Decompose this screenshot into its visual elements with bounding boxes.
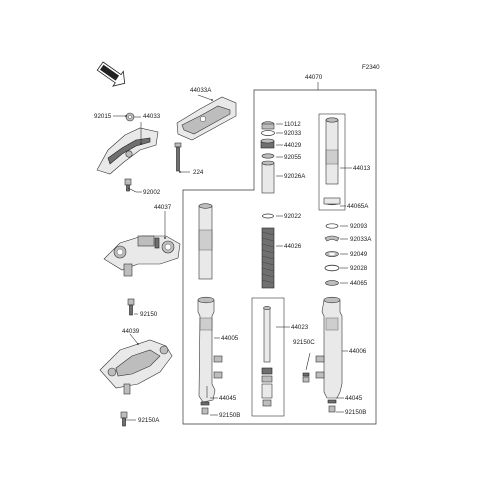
bolt-92150B-left [200,401,210,415]
bushing-44065 [325,280,339,286]
callout-92093: 92093 [350,223,368,230]
damper-cap-11012 [261,121,275,130]
callout-44005: 44005 [221,335,239,342]
callout-44039: 44039 [122,328,140,335]
bolt-92150C [302,372,310,383]
assembly-label: 44070 [305,74,323,81]
assembly-box [182,82,377,425]
washer-92055 [261,153,275,159]
callout-92150: 92150 [140,311,158,318]
callout-92015: 92015 [94,113,112,120]
callout-44029: 44029 [284,142,302,149]
damper-cylinder-group-44023 [251,297,285,417]
callout-11012: 11012 [284,121,301,128]
front-label: FRONT [97,89,113,102]
fork-outer-tube-44006 [315,296,343,399]
bolt-92150A [120,411,128,427]
callout-92150A: 92150A [138,417,160,424]
callout-92002: 92002 [143,189,161,196]
upper-bracket-44037 [103,235,181,277]
callout-44033: 44033 [143,113,161,120]
seal-92028 [324,264,340,272]
callout-92026A: 92026A [284,173,306,180]
bolt-92150 [127,298,135,316]
callout-44045-right: 44045 [345,395,363,402]
callout-44045-left: 44045 [219,395,237,402]
callout-44013: 44013 [353,165,371,172]
callout-92150C: 92150C [293,339,315,346]
callout-92150B-right: 92150B [345,409,366,416]
clip-92093 [325,223,339,229]
callout-44065: 44065 [350,280,368,287]
callout-92028: 92028 [350,265,368,272]
callout-92022: 92022 [284,213,302,220]
callout-92055: 92055 [284,154,302,161]
fork-outer-tube-44005 [197,296,223,403]
callout-92033: 92033 [284,130,302,137]
handlebar-bracket-44033A [176,96,237,141]
callout-44037: 44037 [154,204,172,211]
washer-92022 [262,213,274,219]
spacer-92026A [261,160,275,194]
front-arrow-icon [96,61,126,87]
callout-44023: 44023 [291,324,309,331]
washer-92049 [325,251,339,257]
callout-224: 224 [193,169,204,176]
fork-inner-tube-left [198,203,213,280]
callout-44033A: 44033A [190,87,212,94]
callout-44026: 44026 [284,243,302,250]
leader-lines [113,94,352,421]
handlebar-bracket-44033 [96,112,159,175]
stopper-92033A [324,235,340,242]
bolt-224 [174,142,182,172]
callout-92150B-left: 92150B [219,412,240,419]
inner-tube-box-44013 [318,113,346,211]
callout-92033A: 92033A [350,236,372,243]
bolt-44029 [260,138,275,149]
bolt-92150B-right [327,399,337,413]
lower-bracket-44039 [99,339,173,395]
figure-code: F2340 [362,64,380,71]
callout-92049: 92049 [350,251,368,258]
o-ring-92033 [261,130,275,136]
spring-44026 [261,227,275,289]
callout-44006: 44006 [349,348,367,355]
callout-44065A: 44065A [347,203,369,210]
